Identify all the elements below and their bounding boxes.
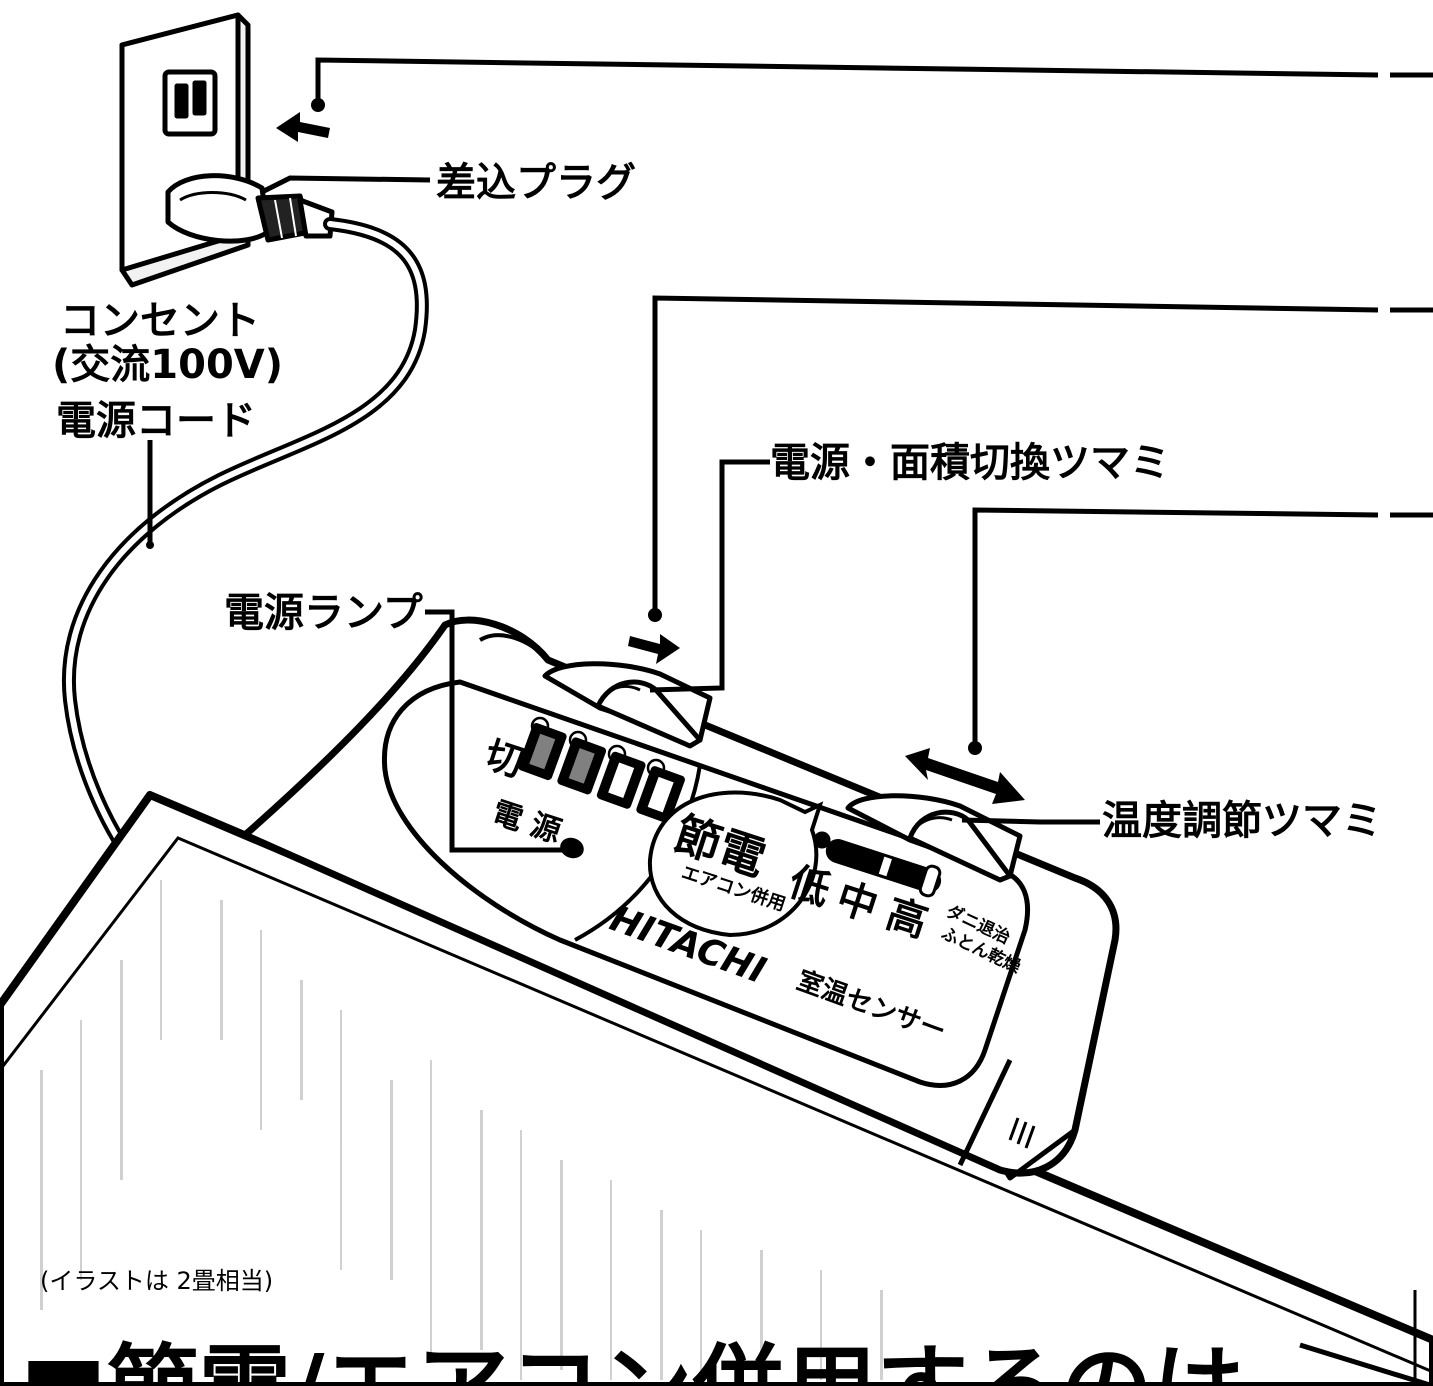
arrow-icon	[276, 112, 680, 664]
power-area-knob	[542, 661, 713, 749]
setsuden-badge	[647, 790, 831, 938]
plug-icon	[165, 173, 335, 244]
outlet-label-line2: (交流100V)	[52, 342, 284, 388]
outlet-label-line1: コンセント	[60, 298, 260, 344]
temperature-slider-track	[825, 839, 942, 898]
power-cord-label: 電源コード	[56, 398, 256, 444]
area-switch-blocks	[517, 723, 685, 824]
temp-knob-label: 温度調節ツマミ	[1102, 798, 1382, 844]
bottom-heading: ■節電/エアコン併用するのは	[20, 1335, 1245, 1386]
illustration-note: (イラストは 2畳相当)	[40, 1267, 274, 1295]
power-area-knob-label: 電源・面積切換ツマミ	[770, 440, 1170, 486]
temperature-knob	[845, 793, 1023, 883]
double-arrow-icon	[905, 748, 1025, 804]
plug-label: 差込プラグ	[436, 160, 636, 206]
carpet-pad	[0, 791, 1433, 1386]
wall-outlet	[119, 12, 251, 288]
power-lamp-icon	[560, 837, 584, 859]
callout-lines	[147, 57, 1433, 1386]
power-lamp-label: 電源ランプ	[224, 590, 423, 636]
